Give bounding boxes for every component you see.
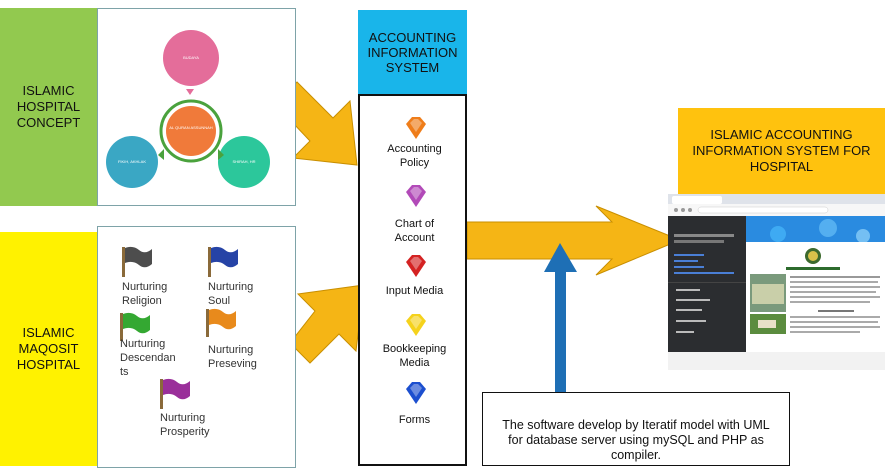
flag-label-preserving: Nurturing Preseving (208, 344, 257, 370)
flag-icon-religion (122, 246, 152, 277)
gem-icon-input-media (406, 255, 426, 277)
ais-components-list: Accounting Policy Chart of Account Input… (358, 94, 467, 466)
cycle-left-circle (106, 136, 158, 188)
cycle-center-label: AL QURAN ASSUNNAH (169, 125, 213, 130)
ais-item-accounting-policy: Accounting Policy (387, 143, 442, 169)
gem-icon-forms (406, 382, 426, 404)
flag-label-descendants: Nurturing Descendan ts (120, 338, 176, 378)
cycle-right-circle (218, 136, 270, 188)
software-note-text: The software develop by Iteratif model w… (502, 418, 770, 462)
cycle-center-circle (166, 106, 216, 156)
arrow-note-head (544, 243, 577, 272)
ais-header: ACCOUNTING INFORMATION SYSTEM (358, 10, 467, 94)
ais-item-chart-of-account: Chart of Account (394, 218, 435, 244)
result-header: ISLAMIC ACCOUNTING INFORMATION SYSTEM FO… (678, 108, 885, 194)
flag-label-soul: Nurturing Soul (208, 281, 254, 307)
gem-icon-chart-of-account (406, 185, 426, 207)
cycle-ring (159, 99, 223, 163)
arrow-ais-to-result (466, 205, 682, 276)
cycle-right-label: SHIRAH, HR (232, 159, 255, 164)
result-header-label: ISLAMIC ACCOUNTING INFORMATION SYSTEM FO… (692, 127, 871, 174)
flag-icon-preserving (206, 308, 236, 337)
ais-header-label: ACCOUNTING INFORMATION SYSTEM (367, 29, 458, 75)
flag-icon-descendants (120, 312, 150, 341)
islamic-hospital-concept-label: ISLAMIC HOSPITAL CONCEPT (16, 83, 81, 130)
cycle-diagram-panel: BUDAYA AL QURAN ASSUNNAH FIKIH, AKHLAK S… (97, 8, 296, 206)
arrow-maqosit-to-ais (289, 284, 365, 364)
gem-icon-bookkeeping-media (406, 314, 426, 336)
cycle-arrow-top (186, 89, 194, 95)
islamic-hospital-concept-box: ISLAMIC HOSPITAL CONCEPT (0, 8, 97, 206)
cycle-top-label: BUDAYA (183, 55, 199, 60)
ais-item-input-media: Input Media (385, 285, 444, 297)
ais-item-bookkeeping-media: Bookkeeping Media (382, 343, 447, 369)
cycle-top-circle (163, 30, 219, 86)
app-screenshot-thumbnail (668, 194, 885, 370)
cycle-diagram: BUDAYA AL QURAN ASSUNNAH FIKIH, AKHLAK S… (106, 30, 270, 188)
islamic-maqosit-hospital-box: ISLAMIC MAQOSIT HOSPITAL (0, 232, 97, 466)
flag-icon-prosperity (160, 378, 190, 409)
software-note-box: The software develop by Iteratif model w… (482, 392, 790, 466)
app-screenshot-graphic (668, 194, 885, 352)
flag-label-prosperity: Nurturing Prosperity (160, 412, 210, 438)
cycle-arrow-right (218, 149, 224, 160)
flag-icon-soul (208, 246, 238, 277)
ais-item-forms: Forms (398, 414, 431, 426)
arrow-note-shaft (555, 262, 566, 392)
gem-icon-accounting-policy (406, 117, 426, 139)
flag-label-religion: Nurturing Religion (122, 281, 168, 307)
maqosit-flags-panel: Nurturing Religion Nurturing Soul Nurtur… (97, 226, 296, 468)
cycle-left-label: FIKIH, AKHLAK (118, 159, 146, 164)
islamic-maqosit-hospital-label: ISLAMIC MAQOSIT HOSPITAL (16, 325, 81, 372)
cycle-arrow-left (158, 149, 164, 160)
